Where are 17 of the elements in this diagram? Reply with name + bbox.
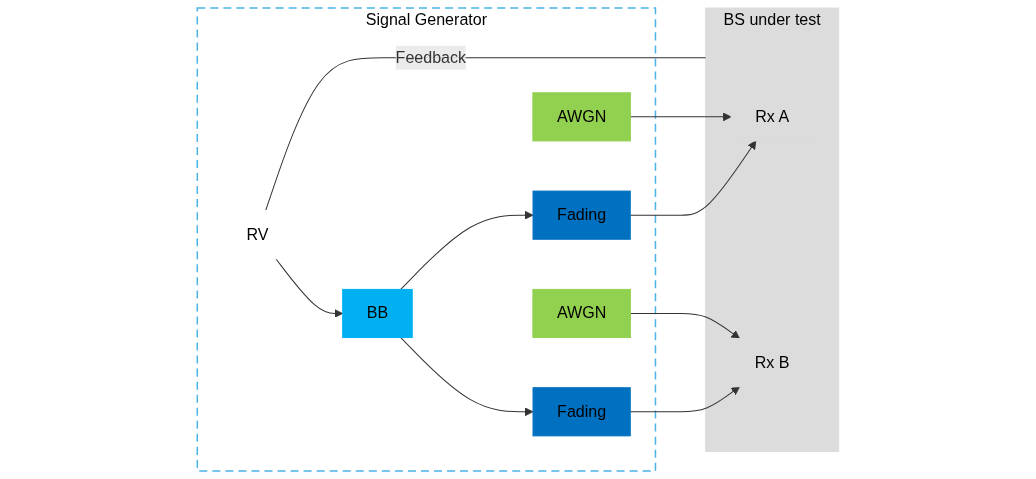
node-text: Rx B (754, 353, 790, 371)
node-box: BB (342, 288, 413, 339)
edge-label: Feedback (395, 48, 467, 66)
node-box: Fading (532, 387, 631, 437)
arrow (629, 140, 757, 216)
node-box: Fading (532, 190, 631, 240)
arrow (629, 386, 740, 413)
connector (265, 57, 707, 212)
node-box: AWGN (532, 92, 631, 142)
arrow (629, 313, 740, 339)
arrow (400, 337, 534, 417)
node-text: RV (246, 225, 269, 243)
arrow (275, 258, 344, 318)
arrow (400, 210, 534, 290)
node-box: AWGN (532, 288, 631, 339)
node-text: Rx A (755, 107, 790, 125)
arrow (629, 112, 732, 122)
